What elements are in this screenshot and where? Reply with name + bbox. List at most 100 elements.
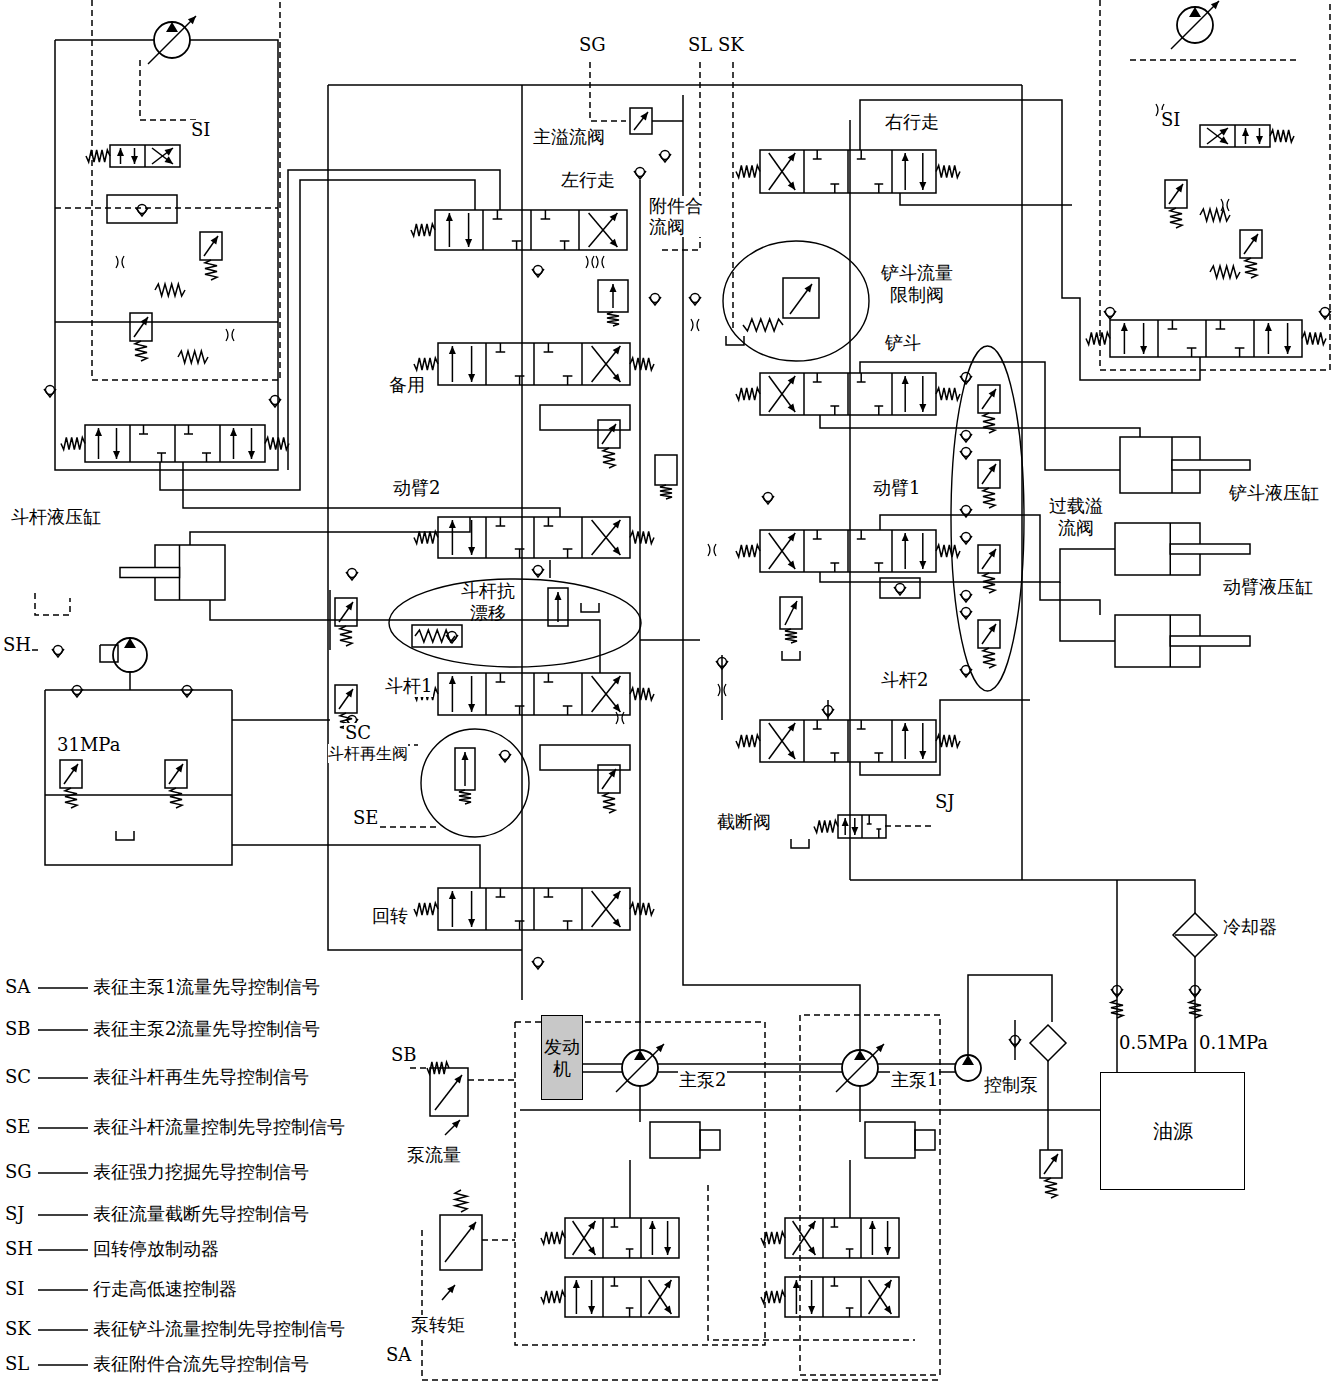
hydraulic-line [520,1109,1100,1111]
relief-valve [978,460,1000,488]
check-seat [52,649,64,657]
signal-label: 斗杆2 [880,670,929,691]
arrow-head [613,891,621,899]
signal-label: 动臂液压缸 [1222,577,1314,598]
port-block [860,530,862,539]
flow-arrow [769,376,795,412]
arrow-head [664,1247,671,1255]
port-block [874,183,883,185]
port-block [515,705,525,707]
legend-text: 回转停放制动器 [92,1239,220,1260]
check-seat [1111,989,1123,997]
hydraulic-line [652,120,683,122]
port-block [157,452,166,454]
port-block [830,562,839,564]
regen-valve [455,748,475,790]
spool-divider [485,517,487,558]
port-block [849,1249,851,1258]
check-seat [71,689,83,697]
port-block [614,1218,616,1227]
arrow-head [1251,234,1258,243]
port-block [563,548,573,550]
spring-symbol [455,1190,467,1212]
flow-arrow [869,1280,892,1314]
port-block [857,381,866,383]
flow-arrow [442,1285,455,1300]
spool-divider [891,150,893,193]
hydraulic-line [190,517,470,545]
flow-arrow [649,1280,672,1314]
orifice-symbol [691,319,699,331]
signal-label: 动臂2 [392,478,441,499]
port-block [515,548,525,550]
spool-valve [110,145,180,167]
node-label: 过载溢流阀 [1047,495,1105,538]
legend-text: SI [4,1279,25,1300]
port-block [834,753,836,762]
regulator-piston [650,1122,700,1158]
relief-valve [1240,230,1262,258]
arrow-head [468,919,475,927]
spring-symbol [603,793,615,813]
legend-dash [38,1077,88,1079]
flow-arrow [869,1280,892,1314]
arrow-head [588,1306,595,1314]
brake-box [100,645,118,662]
flow-arrow [339,689,353,709]
spring-symbol [86,150,110,162]
hydraulic-line [329,590,331,650]
legend-dash [38,1214,88,1216]
arrow-head [989,624,996,633]
spring-symbol [630,532,654,544]
pump-triangle [854,1050,866,1060]
pilot-valve [655,455,677,485]
spool-divider [1234,125,1236,147]
signal-label: SG [578,35,607,56]
spring-symbol [414,903,438,915]
relief-valve [1040,1150,1062,1178]
port-block [1187,347,1197,349]
legend-text: 表征斗杆再生先导控制信号 [92,1067,310,1088]
flow-limit-valve [783,278,819,318]
spring-symbol [736,735,760,747]
cylinder-rod [1170,544,1250,554]
legend-text: 行走高低速控制器 [92,1279,238,1300]
engine-box: 发动机 [541,1015,583,1100]
port-block [629,1249,631,1258]
spool-divider [533,517,535,558]
tank-symbol [581,603,599,612]
legend-text: 表征流量截断先导控制信号 [92,1204,310,1225]
port-block [874,562,883,564]
spool-divider [860,1218,862,1258]
legend-text: SK [4,1319,32,1340]
port-block [544,351,554,353]
port-block [567,376,569,385]
check-seat [649,297,661,305]
valve-callout: 铲斗流量限制阀 [722,240,870,362]
port-block [813,538,822,540]
arrow-head [808,1306,815,1314]
port-block [876,828,881,830]
spool-divider [581,888,583,930]
hydraulic-line [288,170,500,470]
arrow-head [113,451,120,459]
port-block [626,1307,634,1309]
arrow-head [664,1280,671,1289]
port-block [1239,348,1241,357]
legend-dash [38,1249,88,1251]
hydraulic-line [850,880,1195,913]
spool-divider [482,210,484,250]
spring-symbol [1111,1000,1123,1018]
legend-text: SJ [4,1204,26,1225]
port-block [564,241,566,250]
spool-divider [581,673,583,715]
port-block [849,1308,851,1317]
orifice-symbol [708,544,716,556]
port-block [834,563,836,572]
flow-arrow [793,1221,816,1255]
pilot-check [548,588,568,626]
check-seat [894,587,906,595]
spool-divider [578,210,580,250]
cylinder-rod [1170,636,1250,646]
hydraulic-line [849,1160,851,1218]
